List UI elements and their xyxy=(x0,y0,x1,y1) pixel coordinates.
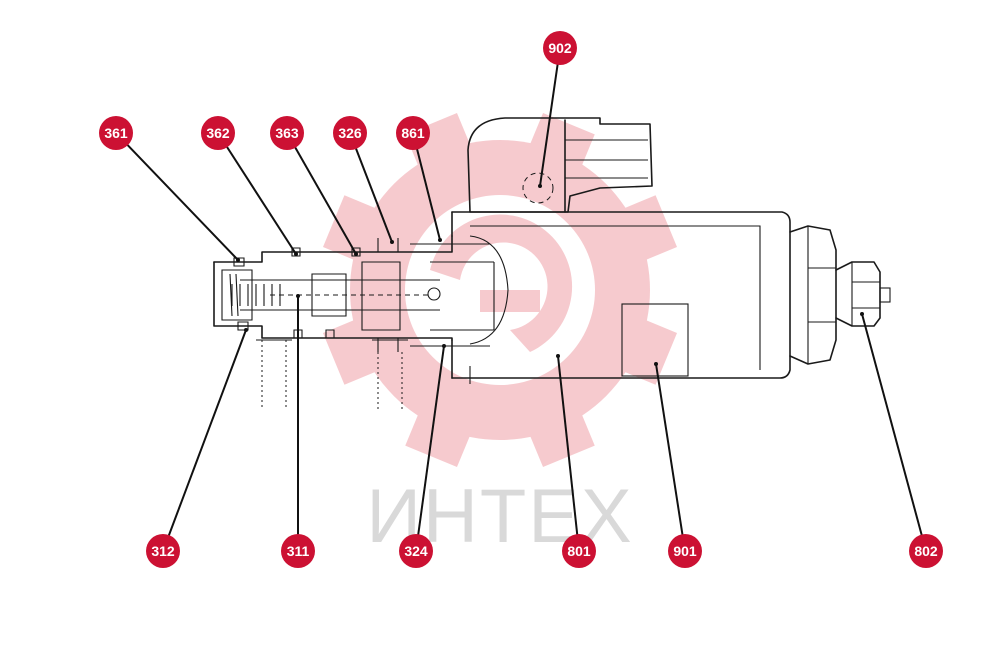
callout-801: 801 xyxy=(562,534,596,568)
leader-line-312 xyxy=(162,329,247,552)
leader-tip-361 xyxy=(236,258,240,262)
solenoid-body xyxy=(451,211,791,379)
leader-line-861 xyxy=(412,132,441,241)
manual-override-nut xyxy=(835,261,881,327)
callout-label: 311 xyxy=(287,543,310,559)
callout-901: 901 xyxy=(668,534,702,568)
callout-badge xyxy=(270,116,304,150)
callout-badge xyxy=(201,116,235,150)
callout-311: 311 xyxy=(281,534,315,568)
connector-housing xyxy=(467,117,653,213)
callout-label: 312 xyxy=(151,543,175,559)
leader-tip-312 xyxy=(244,328,248,332)
leader-tip-363 xyxy=(354,252,358,256)
leader-line-801 xyxy=(557,355,580,552)
callout-badge xyxy=(909,534,943,568)
callout-label: 861 xyxy=(401,125,425,141)
leader-tip-324 xyxy=(442,344,446,348)
callout-label: 324 xyxy=(404,543,428,559)
leader-line-361 xyxy=(115,132,239,261)
leader-line-901 xyxy=(655,363,686,552)
leader-line-326 xyxy=(349,132,393,243)
callout-861: 861 xyxy=(396,116,430,150)
leader-line-362 xyxy=(217,132,297,255)
leader-tip-901 xyxy=(654,362,658,366)
callout-324: 324 xyxy=(399,534,433,568)
callout-leader-lines xyxy=(115,47,927,552)
leader-line-902 xyxy=(539,47,561,187)
leader-tip-801 xyxy=(556,354,560,358)
callout-badge xyxy=(146,534,180,568)
leader-tip-362 xyxy=(294,252,298,256)
connector-pin-marker xyxy=(522,172,554,204)
leader-line-802 xyxy=(861,313,927,552)
callout-label: 361 xyxy=(104,125,128,141)
end-cap xyxy=(789,225,837,365)
gear-logo-icon xyxy=(322,112,678,468)
callout-label: 901 xyxy=(673,543,697,559)
callout-label: 363 xyxy=(275,125,299,141)
leader-tip-311 xyxy=(296,294,300,298)
callout-312: 312 xyxy=(146,534,180,568)
callout-363: 363 xyxy=(270,116,304,150)
callout-label: 362 xyxy=(206,125,230,141)
spool-end xyxy=(221,269,253,321)
leader-line-324 xyxy=(415,345,445,552)
leader-tip-326 xyxy=(390,240,394,244)
callout-badges: 902 361 362 363 326 861 312 311 324 801 901 802 xyxy=(99,31,943,568)
callout-badge xyxy=(333,116,367,150)
leader-line-363 xyxy=(286,132,357,255)
callout-badge xyxy=(396,116,430,150)
callout-label: 326 xyxy=(338,125,362,141)
leader-tip-902 xyxy=(538,184,542,188)
callout-802: 802 xyxy=(909,534,943,568)
callout-361: 361 xyxy=(99,116,133,150)
callout-362: 362 xyxy=(201,116,235,150)
callout-label: 902 xyxy=(548,40,572,56)
callout-326: 326 xyxy=(333,116,367,150)
leader-tip-861 xyxy=(438,238,442,242)
coil-block xyxy=(621,303,689,377)
callout-badge xyxy=(543,31,577,65)
callout-902: 902 xyxy=(543,31,577,65)
callout-label: 802 xyxy=(914,543,938,559)
callout-badge xyxy=(281,534,315,568)
valve-drawing xyxy=(213,117,891,410)
callout-badge xyxy=(562,534,596,568)
callout-badge xyxy=(99,116,133,150)
callout-label: 801 xyxy=(567,543,591,559)
leader-tip-802 xyxy=(860,312,864,316)
callout-badge xyxy=(668,534,702,568)
callout-badge xyxy=(399,534,433,568)
